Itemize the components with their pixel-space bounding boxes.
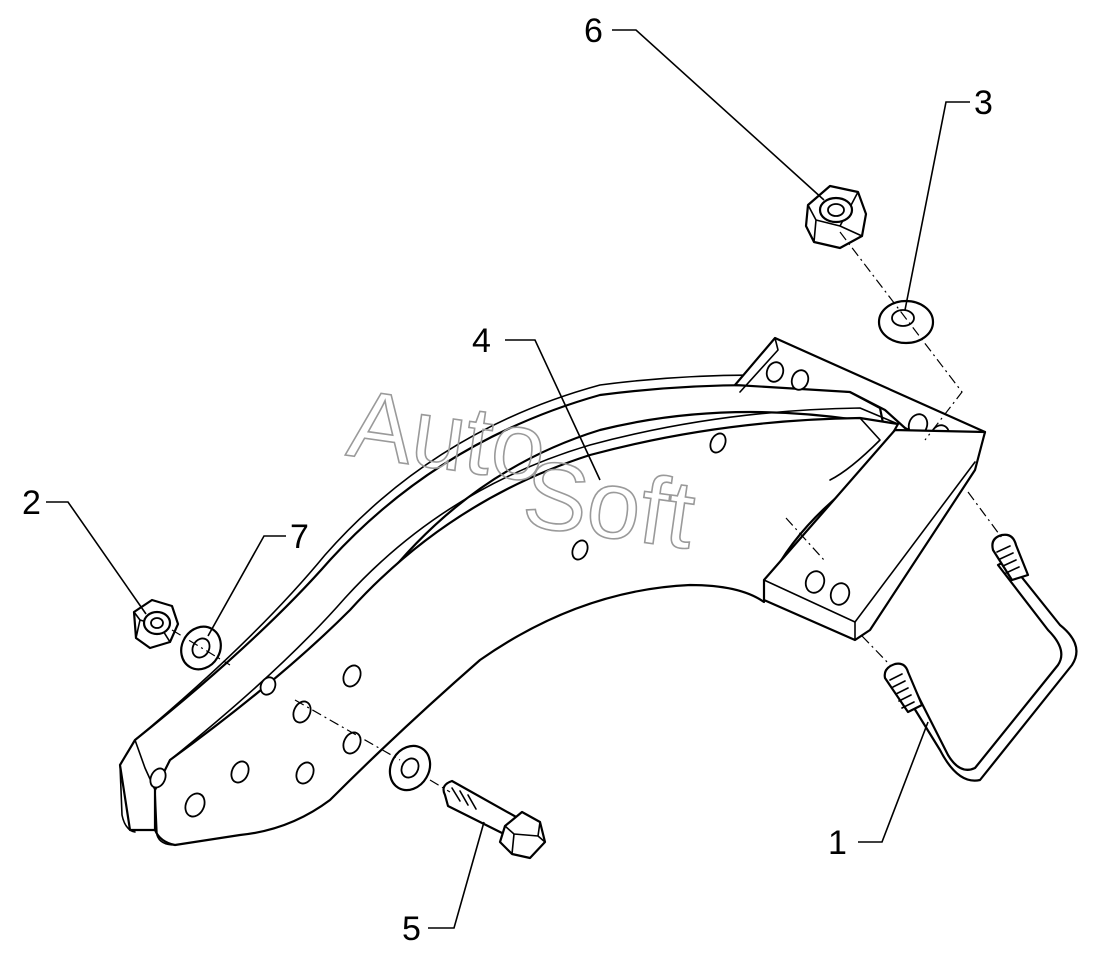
leader-1 [858, 721, 929, 843]
leader-6 [612, 29, 825, 201]
leader-7 [207, 535, 286, 637]
callout-2: 2 [22, 484, 41, 522]
u-bolt [883, 533, 1078, 782]
callout-5: 5 [402, 910, 421, 948]
leader-4 [505, 339, 601, 481]
callout-3: 3 [974, 84, 993, 122]
mounting-block [733, 336, 987, 642]
leader-3 [904, 101, 970, 311]
lock-nut-large [804, 184, 868, 250]
washer-lower [388, 744, 432, 792]
arm-bracket [118, 374, 900, 847]
u-bolt-body [896, 558, 1078, 782]
washer-upper [877, 299, 935, 345]
callout-4: 4 [472, 322, 491, 360]
u-bolt-thread-lower [883, 662, 924, 714]
callout-7: 7 [290, 518, 309, 556]
callout-6: 6 [584, 12, 603, 50]
watermark-part2: Soft [517, 440, 701, 570]
callout-1: 1 [828, 824, 847, 862]
assembly-axes [171, 231, 1003, 793]
watermark-part1: Auto [342, 370, 552, 503]
callout-labels: 1 2 3 4 5 6 7 [22, 12, 993, 948]
leader-5 [428, 821, 485, 929]
u-bolt-thread-upper [991, 533, 1030, 582]
leader-lines [46, 29, 970, 929]
hex-bolt [442, 779, 547, 860]
leader-2 [46, 501, 147, 615]
